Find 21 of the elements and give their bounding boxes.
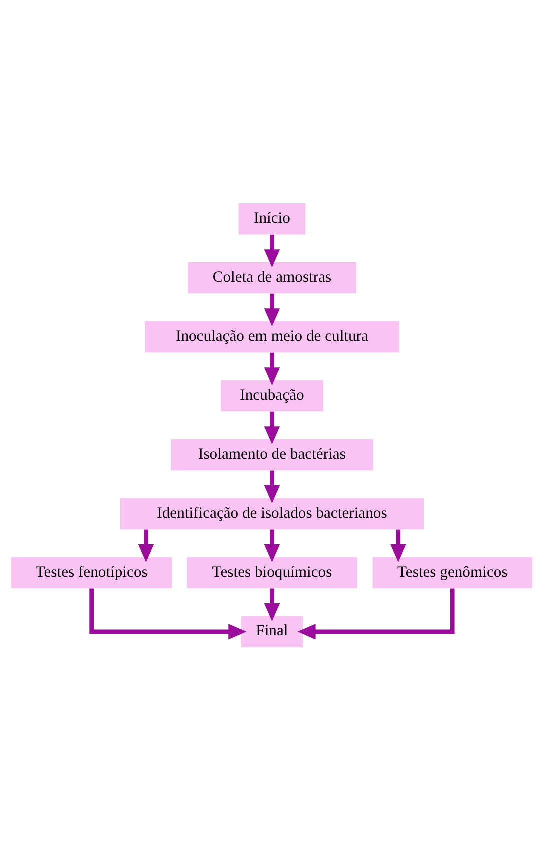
node-box: Início [238, 202, 306, 234]
arrow [390, 529, 406, 562]
arrow [138, 529, 154, 562]
node-box: Testes bioquímicos [187, 556, 358, 588]
arrow [264, 529, 280, 562]
arrow [264, 293, 280, 326]
arrow [264, 234, 280, 268]
arrow [264, 352, 280, 386]
arrow [90, 588, 247, 640]
node-box: Coleta de amostras [188, 262, 356, 294]
node-box: Isolamento de bactérias [171, 438, 374, 470]
node-box: Incubação [221, 380, 324, 412]
node-box: Testes fenotípicos [12, 556, 172, 588]
node-box: Identificação de isolados bacterianos [120, 498, 424, 530]
node-box: Final [241, 616, 303, 648]
node-box: Testes genômicos [372, 556, 532, 588]
arrow [298, 588, 455, 640]
node-box: Inoculação em meio de cultura [145, 320, 400, 352]
arrow [264, 470, 280, 504]
arrow [264, 588, 280, 621]
arrow [264, 411, 280, 444]
